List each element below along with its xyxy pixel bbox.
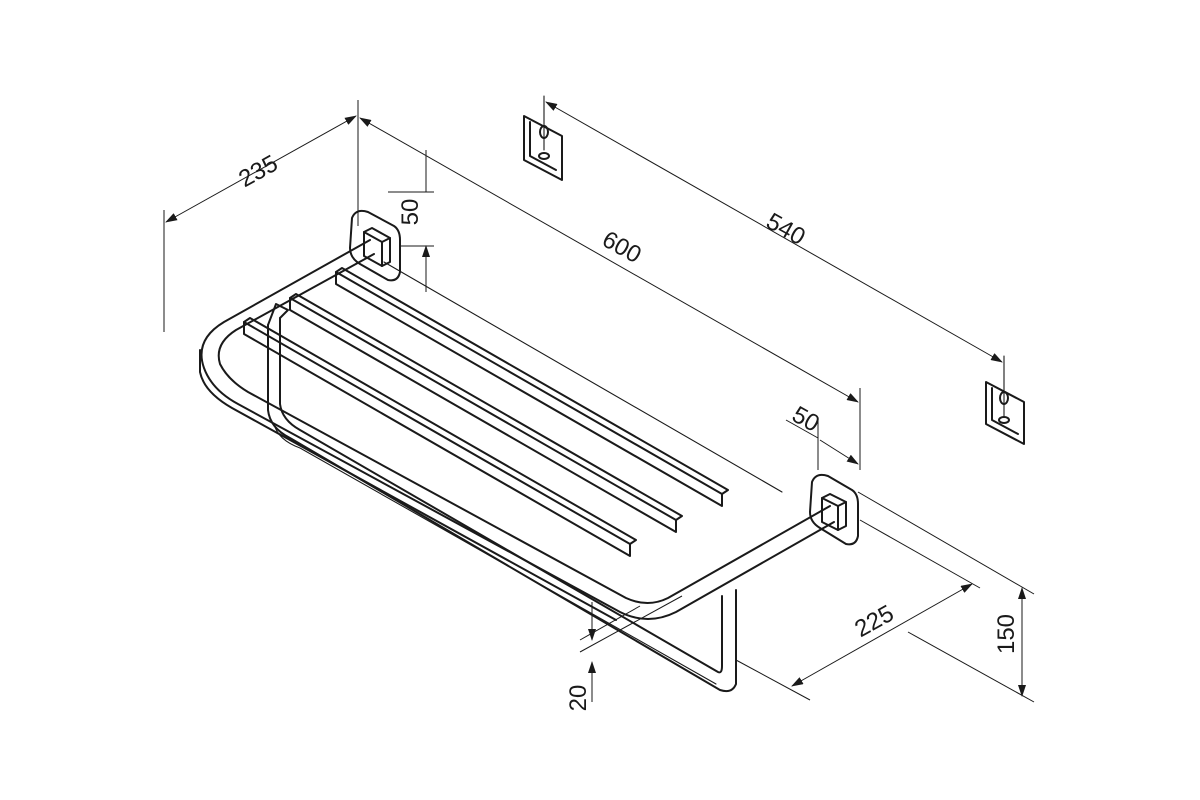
dimension-length-label: 600 (598, 226, 646, 269)
dimension-bar-gap: 20 (565, 595, 683, 712)
dimension-hole-spacing-label: 540 (762, 208, 810, 251)
dimension-height: 150 (857, 491, 1035, 703)
dimension-bar-depth: 225 (735, 519, 981, 701)
left-mounting-plate (523, 95, 563, 181)
dimension-length: 600 (359, 117, 861, 470)
dimension-height-label: 150 (993, 614, 1020, 654)
dimension-mount-height: 50 (388, 150, 434, 292)
towel-rack (199, 209, 859, 693)
right-wall-mount (809, 473, 859, 546)
dimension-bar-gap-label: 20 (565, 685, 592, 712)
lower-towel-bar (267, 303, 737, 693)
dimension-depth: 235 (163, 100, 359, 332)
shelf-frame (199, 239, 835, 621)
shelf-rods (243, 261, 783, 557)
dimension-depth-label: 235 (234, 150, 282, 193)
dimension-mount-width: 50 (785, 401, 859, 470)
right-mounting-plate (985, 355, 1025, 445)
dimension-mount-height-label: 50 (397, 199, 424, 226)
dimension-bar-depth-label: 225 (850, 600, 898, 643)
